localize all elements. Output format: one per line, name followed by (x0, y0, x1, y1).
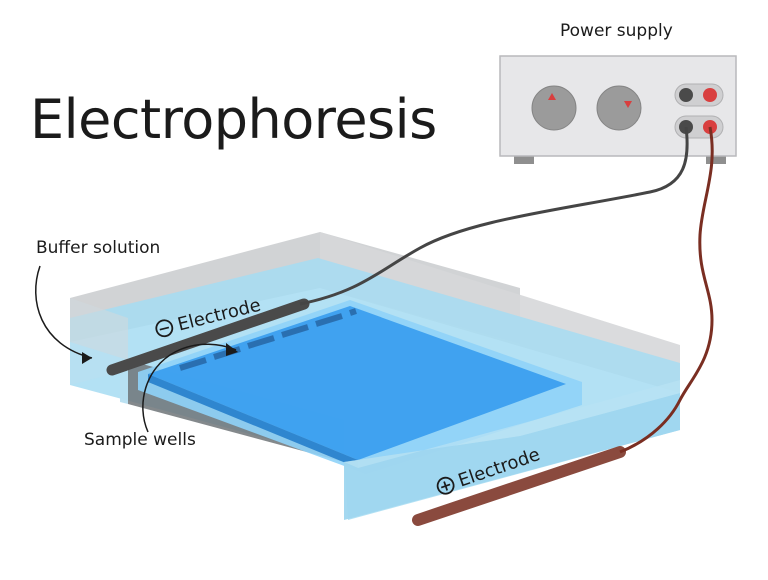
tank-right-block-top (344, 380, 680, 468)
positive-wire (619, 126, 714, 454)
sample-well (281, 324, 309, 338)
minus-symbol: − (156, 318, 173, 339)
knob-right-indicator-icon (624, 101, 632, 108)
sample-well (247, 335, 275, 349)
wells-arrowhead-icon (226, 343, 238, 356)
sample-well (315, 313, 343, 327)
knob-right-icon (596, 85, 642, 131)
gel-slab-edge (148, 374, 358, 468)
sample-well (179, 357, 207, 371)
jack-black-top-icon (679, 88, 693, 102)
sample-wells-label: Sample wells (84, 430, 196, 450)
tank-left-top (70, 298, 128, 360)
buffer-solution-label: Buffer solution (36, 238, 161, 258)
sample-well (349, 308, 357, 316)
power-supply (499, 55, 737, 164)
knob-left-indicator-icon (548, 93, 556, 100)
jack-red-top-icon (703, 88, 717, 102)
negative-wire (299, 126, 689, 306)
tank-right-block-front (344, 393, 680, 520)
power-supply-label: Power supply (560, 21, 673, 41)
plus-symbol: + (437, 475, 455, 496)
negative-electrode (106, 298, 310, 376)
positive-electrode (412, 446, 626, 526)
buffer-pointer-arrow (35, 265, 93, 359)
knob-left-icon (531, 85, 577, 131)
wells-pointer-arrow (142, 343, 237, 433)
plus-symbol-icon (436, 476, 455, 495)
buffer-arrowhead-icon (82, 352, 92, 364)
minus-symbol-icon (155, 319, 174, 338)
page-title: Electrophoresis (30, 88, 437, 151)
